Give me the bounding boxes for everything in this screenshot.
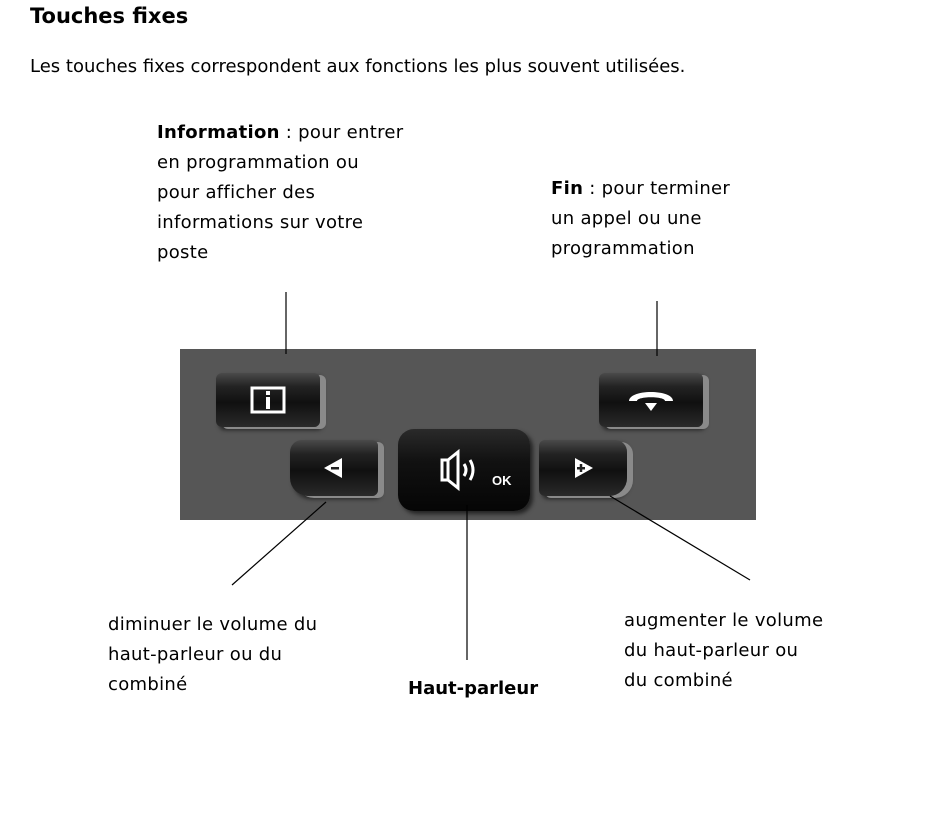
info-icon: [250, 386, 286, 414]
callout-fin-line: : pour terminer: [583, 178, 731, 199]
callout-fin-label: Fin: [551, 178, 584, 199]
callout-information-line: pour afficher des: [157, 182, 316, 203]
volume-down-key[interactable]: [290, 440, 378, 496]
callout-information-label: Information: [157, 122, 280, 143]
intro-text: Les touches fixes correspondent aux fonc…: [30, 56, 686, 77]
information-key[interactable]: [216, 373, 320, 427]
callout-fin-line: un appel ou une: [551, 208, 702, 229]
leader-line-volume-down: [231, 501, 327, 586]
leader-line-volume-up: [609, 495, 751, 581]
page-title: Touches fixes: [30, 4, 189, 28]
callout-volume-up: augmenter le volume du haut-parleur ou d…: [624, 606, 864, 696]
callout-haut-parleur: Haut-parleur: [408, 678, 539, 699]
callout-volume-up-line: augmenter le volume: [624, 610, 824, 631]
speaker-icon: [434, 448, 494, 492]
callout-fin-line: programmation: [551, 238, 695, 259]
volume-up-key[interactable]: [539, 440, 627, 496]
volume-down-icon: [322, 456, 346, 480]
callout-volume-down-line: diminuer le volume du: [108, 614, 318, 635]
callout-information: Information : pour entrer en programmati…: [157, 118, 427, 268]
volume-up-icon: [571, 456, 595, 480]
callout-volume-up-line: du combiné: [624, 670, 733, 691]
callout-volume-down: diminuer le volume du haut-parleur ou du…: [108, 610, 348, 700]
callout-information-line: en programmation ou: [157, 152, 359, 173]
hang-up-icon: [625, 385, 677, 415]
phone-keys-panel: OK: [180, 349, 756, 520]
callout-volume-up-line: du haut-parleur ou: [624, 640, 799, 661]
callout-fin: Fin : pour terminer un appel ou une prog…: [551, 174, 771, 264]
callout-information-line: : pour entrer: [279, 122, 404, 143]
callout-information-line: informations sur votre: [157, 212, 364, 233]
end-call-key[interactable]: [599, 373, 703, 427]
ok-label: OK: [492, 473, 512, 488]
callout-volume-down-line: haut-parleur ou du: [108, 644, 283, 665]
callout-volume-down-line: combiné: [108, 674, 188, 695]
speaker-ok-key[interactable]: OK: [398, 429, 530, 511]
callout-information-line: poste: [157, 242, 209, 263]
